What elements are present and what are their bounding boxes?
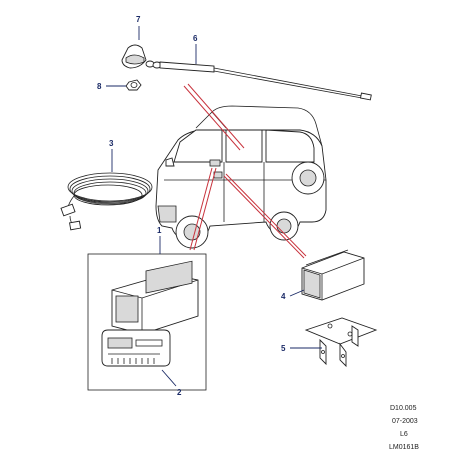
radio-box-part [87,253,207,391]
callout-8: 8 [97,82,102,91]
callout-leaders [106,26,322,387]
antenna-cable-part [60,172,153,231]
antenna-mast-part [159,61,372,101]
mounting-bracket-part [304,317,378,368]
reference-date: 07-2003 [392,418,418,425]
amplifier-module-part [301,249,365,301]
reference-code: D10.005 [390,405,417,412]
callout-5: 5 [281,344,286,353]
nut-part [125,79,142,91]
vehicle-illustration [155,105,327,249]
callout-2: 2 [177,388,182,397]
reference-drawing-id: LM0161B [389,444,419,451]
callout-6: 6 [193,34,198,43]
locator-lines [183,83,307,259]
callout-7: 7 [136,15,141,24]
callout-3: 3 [109,139,114,148]
antenna-base-part [121,44,162,69]
reference-model: L6 [400,431,408,438]
callout-1: 1 [157,226,162,235]
callout-4: 4 [281,292,286,301]
